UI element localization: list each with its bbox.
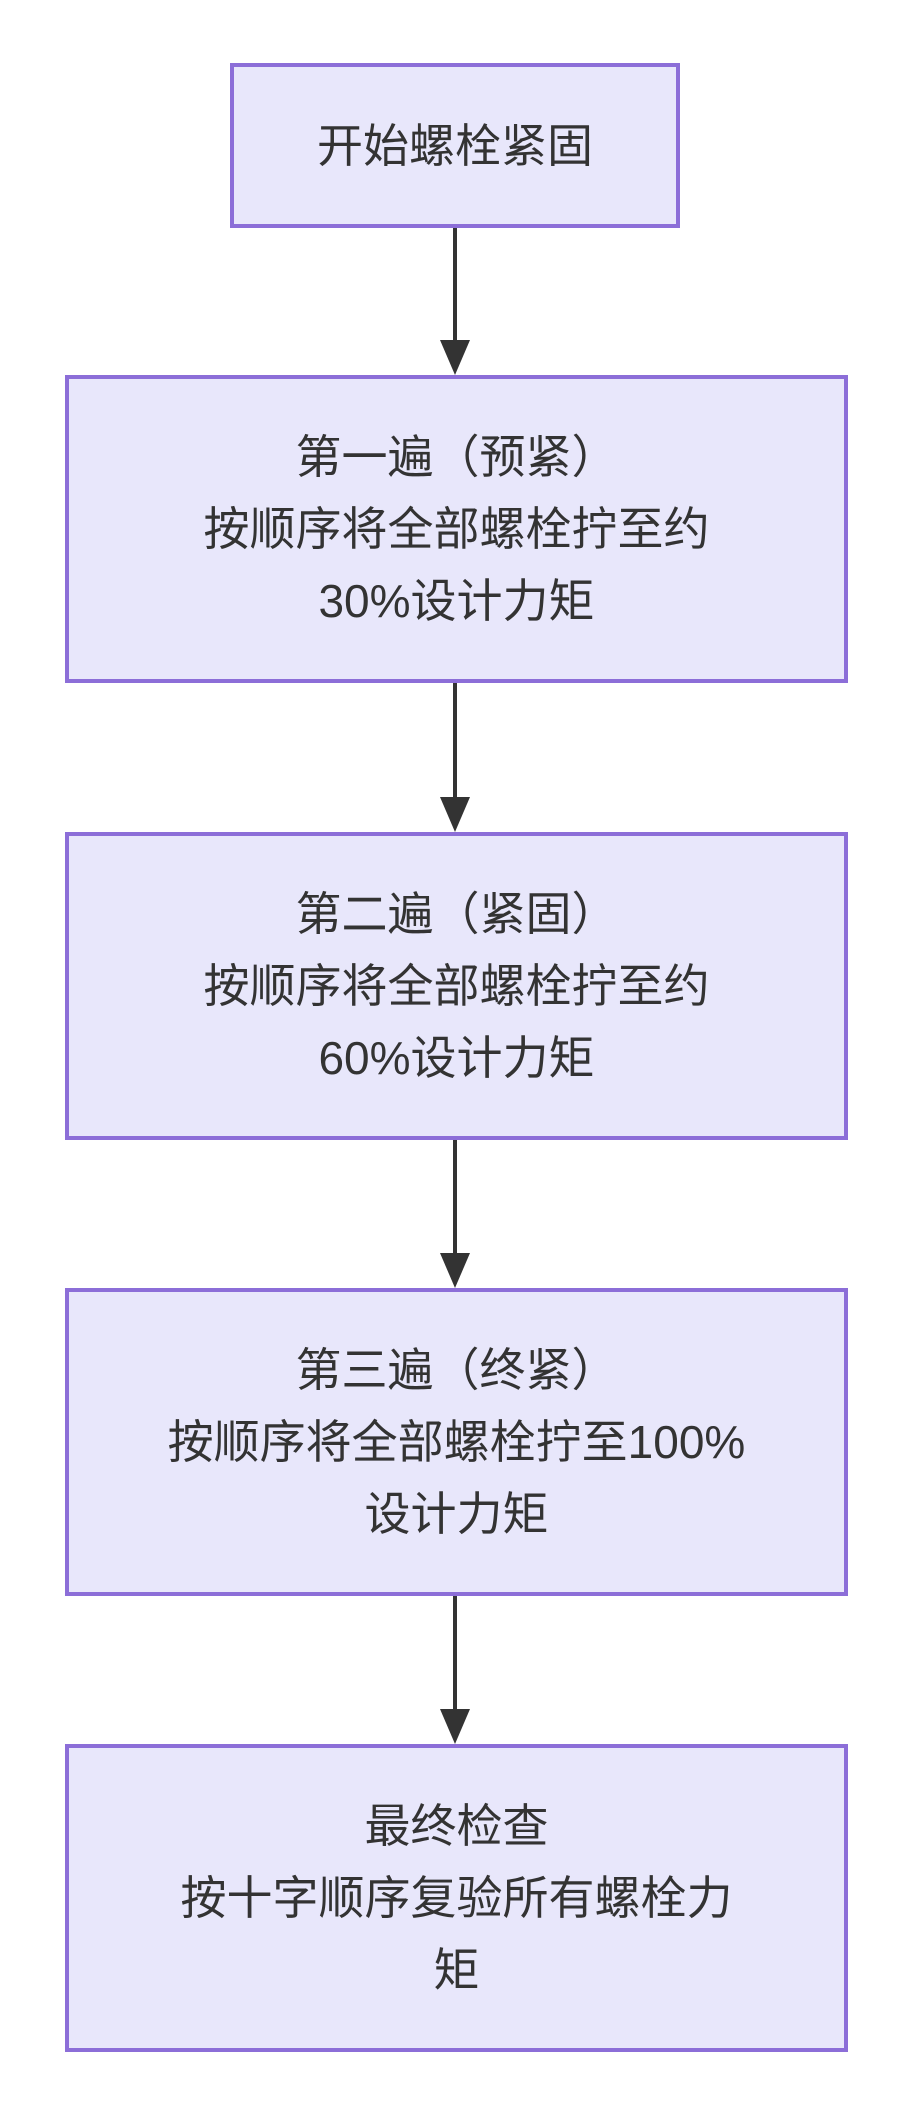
node-text-line: 30%设计力矩 — [318, 575, 595, 627]
arrow-head-icon — [440, 797, 470, 832]
node-text-line: 第一遍（预紧） — [295, 431, 618, 483]
arrow-head-icon — [440, 1253, 470, 1288]
flow-node-pass-1: 第一遍（预紧） 按顺序将全部螺栓拧至约 30%设计力矩 — [65, 375, 848, 683]
node-text-line: 60%设计力矩 — [318, 1032, 595, 1084]
flow-node-final-check: 最终检查 按十字顺序复验所有螺栓力 矩 — [65, 1744, 848, 2052]
node-text-line: 按十字顺序复验所有螺栓力 — [180, 1872, 733, 1924]
node-text-line: 按顺序将全部螺栓拧至约 — [203, 503, 710, 555]
arrow-head-icon — [440, 340, 470, 375]
flow-node-pass-2: 第二遍（紧固） 按顺序将全部螺栓拧至约 60%设计力矩 — [65, 832, 848, 1140]
flow-node-pass-3: 第三遍（终紧） 按顺序将全部螺栓拧至100% 设计力矩 — [65, 1288, 848, 1596]
node-text-line: 开始螺栓紧固 — [317, 119, 593, 172]
arrow-shaft — [453, 1140, 457, 1253]
arrow-shaft — [453, 228, 457, 340]
node-text-line: 按顺序将全部螺栓拧至100% — [167, 1416, 746, 1468]
node-text-line: 第三遍（终紧） — [295, 1344, 618, 1396]
node-text-line: 最终检查 — [364, 1800, 549, 1852]
arrow-head-icon — [440, 1709, 470, 1744]
arrow-shaft — [453, 1596, 457, 1709]
node-text-line: 设计力矩 — [364, 1488, 549, 1540]
node-text-line: 第二遍（紧固） — [295, 888, 618, 940]
arrow-shaft — [453, 683, 457, 797]
node-text-line: 矩 — [433, 1944, 480, 1996]
flow-node-start: 开始螺栓紧固 — [230, 63, 680, 228]
node-text-line: 按顺序将全部螺栓拧至约 — [203, 960, 710, 1012]
